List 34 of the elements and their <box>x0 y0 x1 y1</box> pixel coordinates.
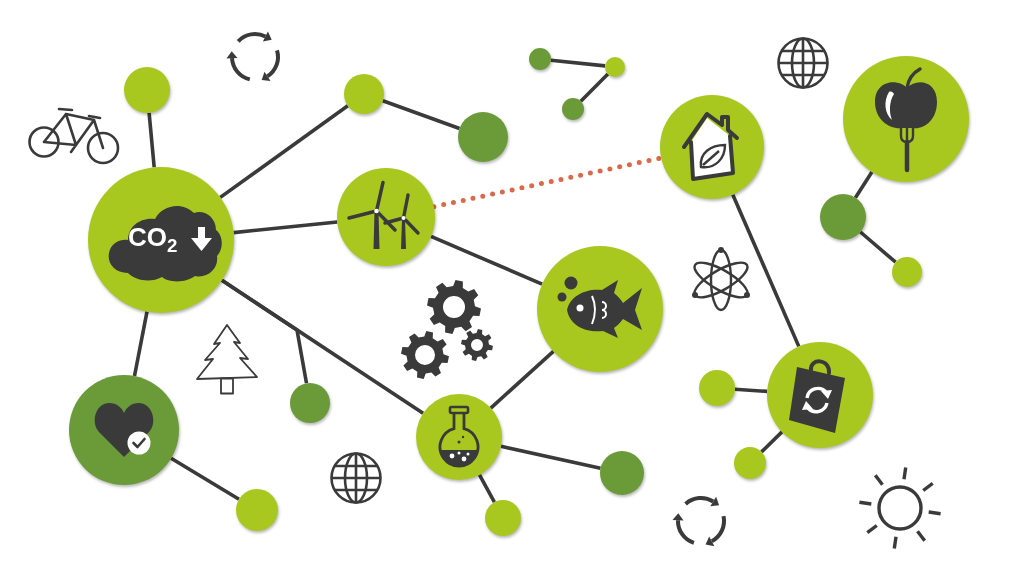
circle-node <box>699 370 735 406</box>
connector-line <box>550 58 606 68</box>
connector-line <box>500 444 601 471</box>
connector-line <box>219 104 349 199</box>
connector-line <box>382 99 461 131</box>
connector-line <box>734 387 768 394</box>
circle-node <box>529 48 551 70</box>
connector-line <box>760 430 784 454</box>
circle-node <box>605 57 625 77</box>
circle-node <box>344 74 384 114</box>
circle-node <box>290 383 330 423</box>
circle-node <box>485 500 521 536</box>
connector-line <box>859 230 897 264</box>
circle-node <box>562 98 584 120</box>
connector-line <box>579 72 610 103</box>
connector-line <box>170 456 240 501</box>
connector-line <box>853 171 874 199</box>
node-label: CO$_{2}$ <box>128 224 178 250</box>
connector-line <box>477 473 496 504</box>
circle-node <box>124 67 170 113</box>
circle-node <box>236 489 278 531</box>
circle-node <box>892 257 922 287</box>
connector-line <box>147 112 156 168</box>
connector-line <box>132 311 149 377</box>
circle-node <box>734 447 766 479</box>
connector-line <box>233 220 338 235</box>
connector-line <box>430 234 543 286</box>
connector-line <box>220 278 309 384</box>
circle-node <box>600 451 644 495</box>
circle-node <box>458 112 508 162</box>
connector-line <box>489 349 555 410</box>
circle-node <box>820 194 866 240</box>
circle-node <box>416 394 502 480</box>
connector-line <box>731 194 801 348</box>
